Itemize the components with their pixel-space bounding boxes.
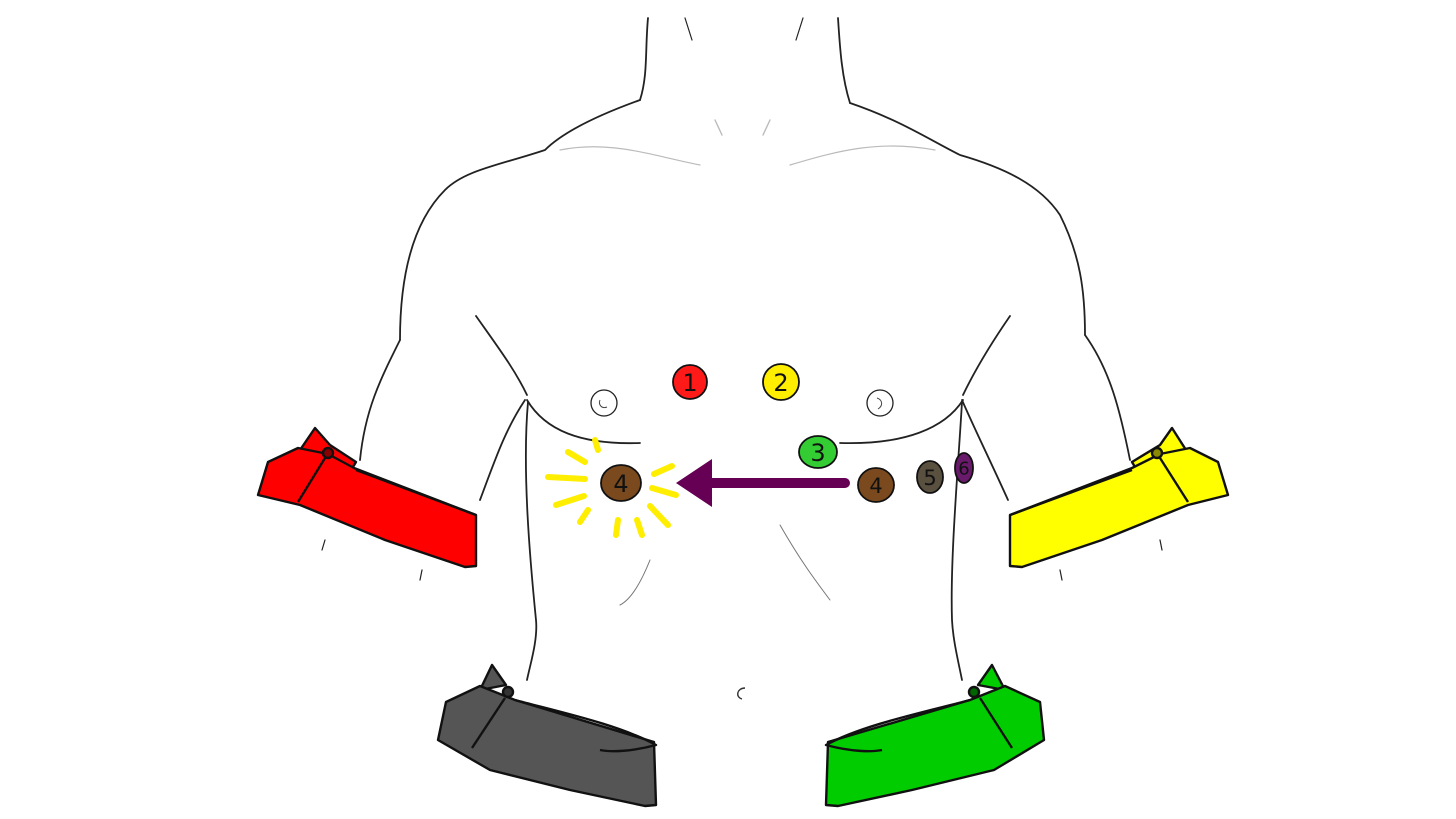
ra-limb-band [256,426,478,569]
sternal-notch-line [714,119,771,136]
ll-limb-band [824,663,1046,808]
neck-inner-right-line [795,17,804,41]
electrode-v4-misplaced-label: 4 [869,474,882,498]
electrode-v6: 6 [954,452,974,484]
electrode-v3-label: 3 [810,439,825,467]
electrode-v1: 1 [672,364,708,400]
right-armpit-line [962,315,1011,396]
torso-sketch [321,17,1163,681]
clavicle-left-line [559,146,701,166]
left-flank-line [524,401,538,681]
la-limb-band [1008,426,1230,569]
left-nipple [590,389,618,417]
left-forearm-stub-line [321,539,423,581]
left-arm-outer-line [359,339,401,461]
left-pec-line [526,399,641,445]
right-flank-line [950,401,963,681]
electrode-v5: 5 [916,460,944,494]
left-armpit-line [475,315,528,396]
navel [737,687,746,700]
electrode-v5-label: 5 [923,466,936,490]
right-arm-outer-line [1084,334,1131,461]
electrode-v4-correct-position: 4 [600,464,642,502]
neck-inner-left-line [684,17,693,41]
right-forearm-stub-line [1059,539,1163,581]
neck-right-line [837,17,851,104]
clavicle-right-line [789,145,936,166]
correction-arrow [676,459,850,507]
electrode-v3: 3 [798,435,838,469]
left-abdomen-line [619,559,651,606]
electrode-v1-label: 1 [682,369,697,397]
electrode-v2-label: 2 [773,369,788,397]
right-nipple [866,389,894,417]
highlight-burst [545,437,679,538]
electrode-v6-label: 6 [958,459,969,480]
left-arm-inner-line [479,399,526,501]
electrode-v4-misplaced: 4 [857,467,895,503]
electrode-v2: 2 [762,363,800,401]
electrode-v4-correct-label: 4 [613,470,628,498]
neck-left-line [639,17,649,101]
right-pec-line [839,399,964,445]
rl-limb-band [436,663,658,808]
right-arm-inner-line [961,399,1009,501]
left-shoulder-line [399,99,641,341]
right-abdomen-line [779,524,831,601]
right-shoulder-line [849,102,1086,336]
